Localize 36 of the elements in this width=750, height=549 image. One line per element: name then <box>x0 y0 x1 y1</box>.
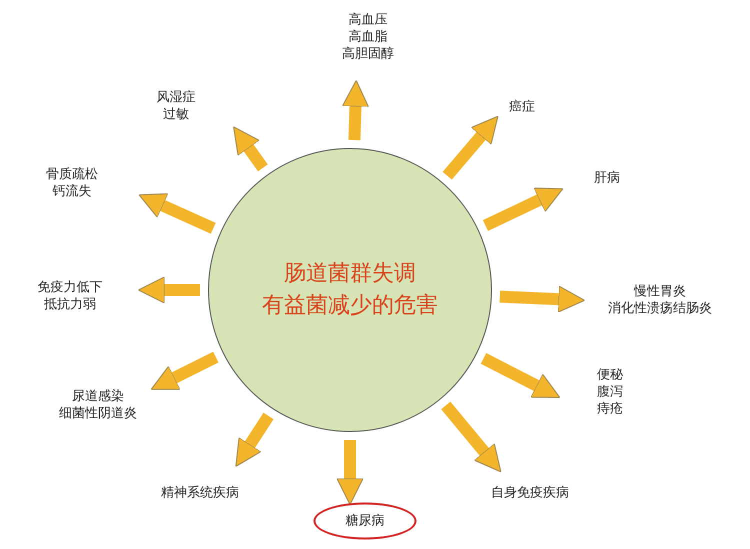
disease-label: 细菌性阴道炎 <box>59 405 137 422</box>
disease-label: 自身免疫疾病 <box>491 484 569 502</box>
disease-label: 骨质疏松 <box>46 166 98 183</box>
arrow <box>342 80 369 140</box>
arrow <box>150 352 219 390</box>
arrow <box>138 276 200 304</box>
disease-label: 过敏 <box>162 106 190 123</box>
disease-label: 肝病 <box>594 170 620 186</box>
arrow <box>500 286 586 313</box>
arrow <box>480 353 560 398</box>
highlight-ellipse <box>314 502 416 540</box>
arrow <box>235 412 274 467</box>
arrow <box>441 402 502 472</box>
disease-label: 糖尿病 <box>346 512 384 530</box>
arrow <box>442 116 498 180</box>
arrow <box>482 188 564 231</box>
arrow <box>336 440 364 506</box>
disease-label: 便秘 <box>597 366 623 384</box>
disease-label: 高胆固醇 <box>342 46 394 62</box>
center-title: 肠道菌群失调 <box>284 260 416 288</box>
arrow <box>233 126 268 172</box>
disease-label: 尿道感染 <box>71 388 125 405</box>
disease-label: 钙流失 <box>52 183 92 200</box>
disease-label: 高血压 <box>348 12 388 28</box>
disease-label: 免疫力低下 <box>38 279 102 296</box>
disease-label: 慢性胃炎 <box>632 283 687 300</box>
disease-label: 腹泻 <box>597 384 623 400</box>
disease-label: 高血脂 <box>348 28 388 46</box>
disease-label: 癌症 <box>509 98 535 116</box>
disease-label: 精神系统疾病 <box>161 484 239 502</box>
center-title: 有益菌减少的危害 <box>262 292 438 320</box>
disease-label: 抵抗力弱 <box>43 296 97 313</box>
disease-label: 风湿症 <box>156 89 196 106</box>
arrow <box>138 193 216 234</box>
disease-label: 痔疮 <box>597 400 623 418</box>
disease-label: 消化性溃疡结肠炎 <box>608 300 712 317</box>
